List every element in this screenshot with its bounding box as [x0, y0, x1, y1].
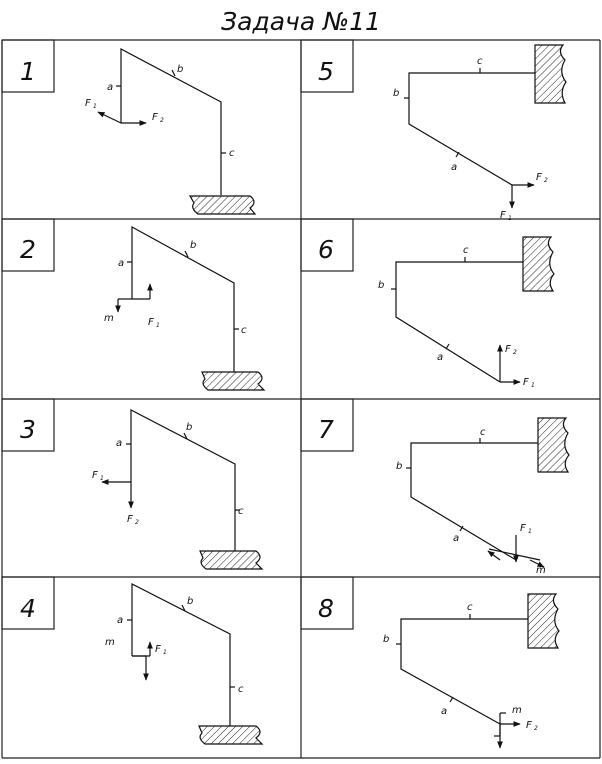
label-f1: F [523, 377, 529, 388]
label-c: c [467, 602, 473, 613]
number-box-1: 1 [1, 39, 55, 93]
panel-6-labels: c b a F 2 F 1 [378, 245, 535, 389]
label-a: a [116, 438, 122, 449]
number-box-3: 3 [1, 398, 55, 452]
panel-8-support [527, 593, 560, 649]
label-c: c [241, 325, 247, 336]
panel-4-support [198, 725, 264, 745]
panel-number-5: 5 [318, 57, 334, 86]
label-b: b [393, 88, 399, 99]
number-box-7: 7 [300, 398, 354, 452]
label-b: b [190, 240, 196, 251]
panel-number-3: 3 [20, 415, 36, 444]
label-f2-sub: 2 [135, 519, 139, 526]
label-f1-sub: 1 [163, 649, 167, 656]
label-a: a [451, 162, 457, 173]
label-a: a [117, 615, 123, 626]
sheet-title: Задача №11 [221, 7, 381, 36]
panel-7-frame [406, 438, 545, 568]
panel-6-support [522, 236, 555, 292]
number-box-6: 6 [300, 218, 354, 272]
panel-5-support [534, 44, 567, 104]
label-c: c [480, 427, 486, 438]
label-a: a [118, 258, 124, 269]
panel-4-frame [127, 583, 235, 726]
number-box-8: 8 [300, 576, 354, 630]
panel-3-frame [101, 409, 240, 551]
panel-number-6: 6 [318, 235, 334, 264]
panel-5-labels: c b a F 2 F 1 [393, 56, 548, 222]
panel-1-frame [97, 48, 226, 195]
panel-2-labels: a b c m F 1 [104, 240, 247, 336]
panel-4-labels: a b c m F 1 [105, 596, 244, 695]
label-f2-sub: 2 [534, 725, 538, 732]
panel-2-support [201, 371, 266, 391]
label-f1-sub: 1 [93, 103, 97, 110]
panel-7-support [537, 417, 570, 473]
panel-3-support [199, 550, 264, 570]
label-f1-sub: 1 [531, 382, 535, 389]
panel-6-frame [391, 257, 523, 385]
label-a: a [437, 352, 443, 363]
panel-8-labels: c b a m F 2 [383, 602, 538, 732]
number-box-2: 2 [1, 218, 55, 272]
label-f2: F [536, 172, 542, 183]
label-f1-sub: 1 [100, 475, 104, 482]
label-m: m [536, 565, 546, 576]
label-f1: F [92, 470, 98, 481]
panel-8-frame [396, 614, 528, 749]
panel-number-2: 2 [20, 235, 36, 264]
label-a: a [441, 706, 447, 717]
panel-3-labels: a b c F 1 F 2 [92, 422, 244, 526]
label-f2-sub: 2 [513, 349, 517, 356]
label-f1: F [85, 98, 91, 109]
panel-1-support [188, 195, 257, 215]
label-b: b [186, 422, 192, 433]
label-b: b [383, 634, 389, 645]
label-b: b [396, 461, 402, 472]
label-f2: F [152, 112, 158, 123]
label-f2: F [127, 514, 133, 525]
label-f1: F [520, 523, 526, 534]
panel-7-labels: c b a F 1 m [396, 427, 546, 576]
number-box-4: 4 [1, 576, 55, 630]
label-f1-sub: 1 [508, 215, 512, 222]
label-c: c [238, 684, 244, 695]
panel-number-7: 7 [318, 415, 334, 444]
label-c: c [463, 245, 469, 256]
label-m: m [512, 705, 522, 716]
number-box-5: 5 [300, 39, 354, 93]
panel-5-frame [404, 68, 535, 209]
label-f1: F [155, 644, 161, 655]
label-c: c [229, 148, 235, 159]
label-f2: F [526, 720, 532, 731]
label-m: m [104, 313, 114, 324]
panel-1-labels: a b c F 1 F 2 [85, 64, 235, 159]
label-m: m [105, 637, 115, 648]
label-f2-sub: 2 [544, 177, 548, 184]
label-b: b [187, 596, 193, 607]
panel-number-8: 8 [318, 594, 334, 623]
panel-number-4: 4 [20, 594, 36, 623]
label-b: b [378, 280, 384, 291]
label-b: b [177, 64, 183, 75]
label-f1-sub: 1 [528, 528, 532, 535]
panel-2-frame [115, 225, 239, 372]
label-a: a [107, 82, 113, 93]
label-f2-sub: 2 [160, 117, 164, 124]
label-f1: F [500, 210, 506, 221]
label-f2: F [505, 344, 511, 355]
label-c: c [477, 56, 483, 67]
label-f1: F [148, 317, 154, 328]
label-a: a [453, 533, 459, 544]
panel-number-1: 1 [20, 57, 36, 86]
label-c: c [238, 506, 244, 517]
label-f1-sub: 1 [156, 322, 160, 329]
